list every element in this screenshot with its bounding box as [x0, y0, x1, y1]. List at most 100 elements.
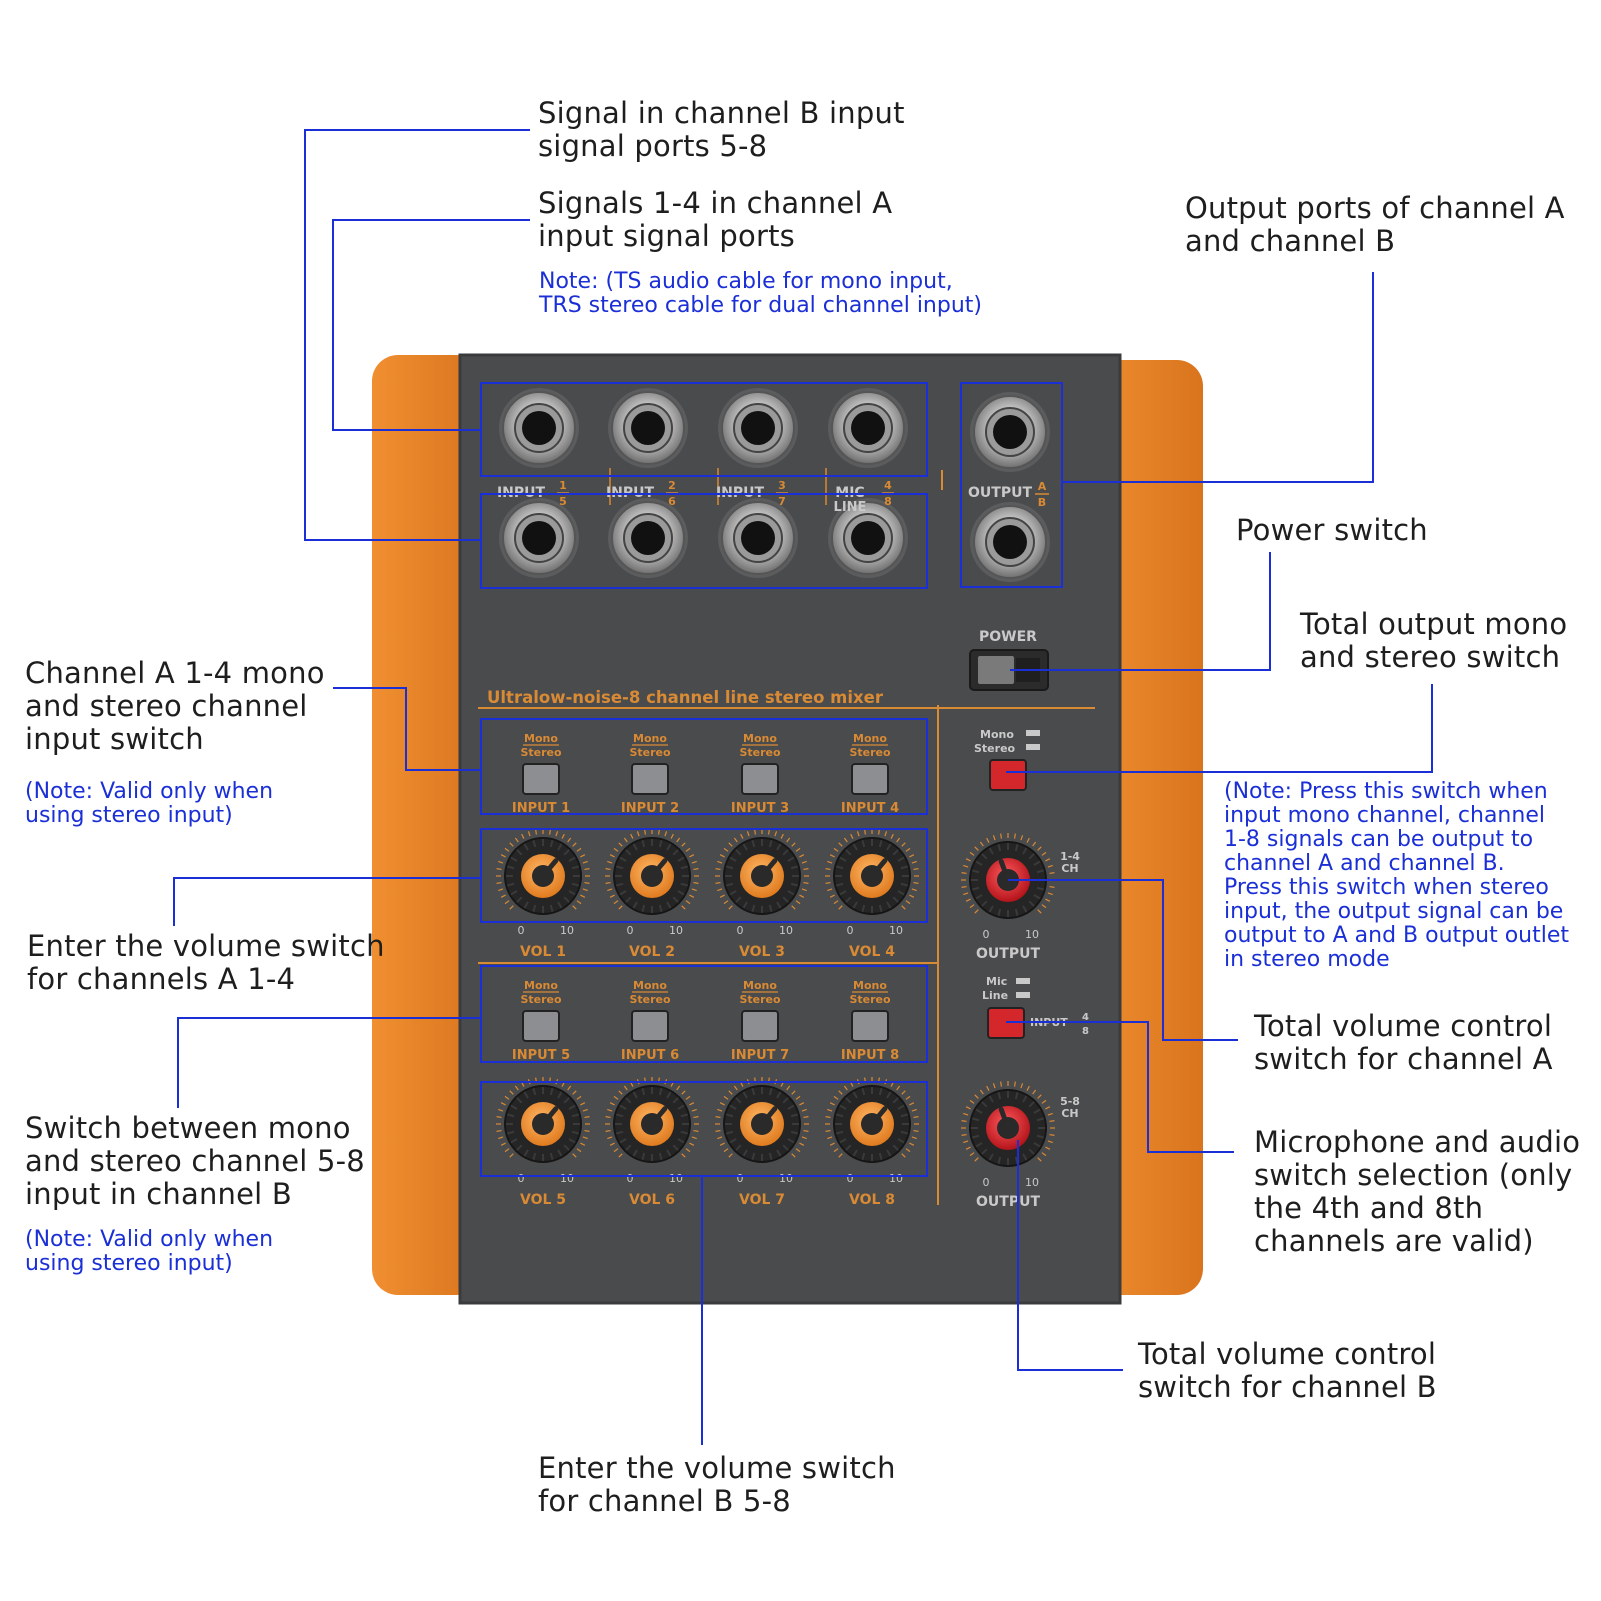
svg-text:0: 0 — [983, 928, 990, 941]
input-jack-4[interactable] — [828, 388, 908, 468]
box-output-ports — [960, 382, 1063, 588]
volume-knob-3[interactable] — [715, 829, 809, 915]
volume-knob-8[interactable] — [825, 1077, 919, 1163]
input-name-4: INPUT 4 — [841, 801, 899, 816]
vol-label-4: VOL 4 — [849, 944, 895, 960]
svg-text:Mono: Mono — [633, 979, 667, 992]
input-name-3: INPUT 3 — [731, 801, 789, 816]
svg-text:4: 4 — [884, 479, 892, 492]
svg-text:10: 10 — [1025, 1176, 1039, 1189]
svg-text:10: 10 — [560, 924, 574, 937]
vol-label-2: VOL 2 — [629, 944, 675, 960]
left-side-cheek — [372, 355, 482, 1295]
svg-text:7: 7 — [778, 495, 786, 508]
svg-text:Stereo: Stereo — [974, 742, 1016, 755]
volume-knob-5[interactable] — [496, 1077, 590, 1163]
svg-text:8: 8 — [1082, 1026, 1089, 1037]
svg-text:10: 10 — [889, 924, 903, 937]
svg-text:Mono: Mono — [524, 979, 558, 992]
svg-text:Mono: Mono — [853, 732, 887, 745]
svg-text:3: 3 — [778, 479, 786, 492]
svg-text:0: 0 — [627, 1172, 634, 1185]
svg-text:Stereo: Stereo — [520, 993, 562, 1006]
input-name-5: INPUT 5 — [512, 1048, 570, 1063]
svg-text:Mono: Mono — [743, 732, 777, 745]
svg-text:0: 0 — [847, 1172, 854, 1185]
mono-stereo-button-8[interactable] — [851, 1010, 889, 1042]
mono-stereo-button-5[interactable] — [522, 1010, 560, 1042]
vol-label-8: VOL 8 — [849, 1192, 895, 1208]
input-jack-3[interactable] — [718, 388, 798, 468]
mono-stereo-button-7[interactable] — [741, 1010, 779, 1042]
input-name-8: INPUT 8 — [841, 1048, 899, 1063]
svg-text:Stereo: Stereo — [849, 746, 891, 759]
svg-text:5: 5 — [559, 495, 567, 508]
volume-knob-2[interactable] — [605, 829, 699, 915]
svg-text:CH: CH — [1061, 862, 1078, 875]
power-switch[interactable] — [969, 649, 1049, 691]
box-input-b-row — [480, 493, 928, 589]
svg-text:2: 2 — [668, 479, 676, 492]
output-jack-a[interactable] — [970, 392, 1050, 472]
mono-stereo-button-4[interactable] — [851, 763, 889, 795]
svg-text:Stereo: Stereo — [629, 746, 671, 759]
vol-label-3: VOL 3 — [739, 944, 785, 960]
svg-text:OUTPUT: OUTPUT — [976, 1194, 1040, 1210]
svg-text:6: 6 — [668, 495, 676, 508]
total-mono-stereo-button[interactable] — [989, 759, 1027, 791]
mono-stereo-button-1[interactable] — [522, 763, 560, 795]
vol-label-1: VOL 1 — [520, 944, 566, 960]
input-jack-1[interactable] — [499, 388, 579, 468]
input-jack-6[interactable] — [608, 498, 688, 578]
mono-stereo-button-2[interactable] — [631, 763, 669, 795]
svg-text:8: 8 — [884, 495, 892, 508]
vol-label-5: VOL 5 — [520, 1192, 566, 1208]
panel-title: Ultralow-noise-8 channel line stereo mix… — [487, 688, 884, 707]
volume-knob-7[interactable] — [715, 1077, 809, 1163]
vol-label-6: VOL 6 — [629, 1192, 675, 1208]
svg-text:0: 0 — [847, 924, 854, 937]
power-label: POWER — [979, 629, 1037, 645]
svg-text:10: 10 — [1025, 928, 1039, 941]
input-jack-8[interactable] — [828, 498, 908, 578]
svg-text:Stereo: Stereo — [629, 993, 671, 1006]
input-jack-2[interactable] — [608, 388, 688, 468]
vol-label-7: VOL 7 — [739, 1192, 785, 1208]
output-jack-b[interactable] — [970, 502, 1050, 582]
svg-text:Mono: Mono — [980, 728, 1014, 741]
output-label: OUTPUT — [968, 485, 1032, 501]
mono-stereo-button-3[interactable] — [741, 763, 779, 795]
input-jack-5[interactable] — [499, 498, 579, 578]
svg-text:10: 10 — [779, 924, 793, 937]
svg-text:5-8: 5-8 — [1060, 1095, 1080, 1108]
master-knob-b[interactable] — [961, 1081, 1055, 1167]
svg-text:CH: CH — [1061, 1107, 1078, 1120]
svg-text:Line: Line — [982, 989, 1008, 1002]
svg-text:Mono: Mono — [633, 732, 667, 745]
svg-text:Stereo: Stereo — [520, 746, 562, 759]
volume-knob-6[interactable] — [605, 1077, 699, 1163]
mono-stereo-button-6[interactable] — [631, 1010, 669, 1042]
svg-text:10: 10 — [669, 924, 683, 937]
input-name-7: INPUT 7 — [731, 1048, 789, 1063]
svg-text:1: 1 — [559, 479, 567, 492]
svg-text:B: B — [1038, 496, 1046, 509]
svg-text:0: 0 — [518, 1172, 525, 1185]
input-jack-7[interactable] — [718, 498, 798, 578]
svg-text:Stereo: Stereo — [849, 993, 891, 1006]
input-name-6: INPUT 6 — [621, 1048, 679, 1063]
box-knobs-a — [480, 828, 928, 923]
line-label: LINE — [834, 500, 867, 515]
volume-knob-1[interactable] — [496, 829, 590, 915]
box-switches-b — [480, 965, 928, 1063]
svg-text:Mic: Mic — [986, 975, 1007, 988]
svg-text:OUTPUT: OUTPUT — [976, 946, 1040, 962]
volume-knob-4[interactable] — [825, 829, 919, 915]
